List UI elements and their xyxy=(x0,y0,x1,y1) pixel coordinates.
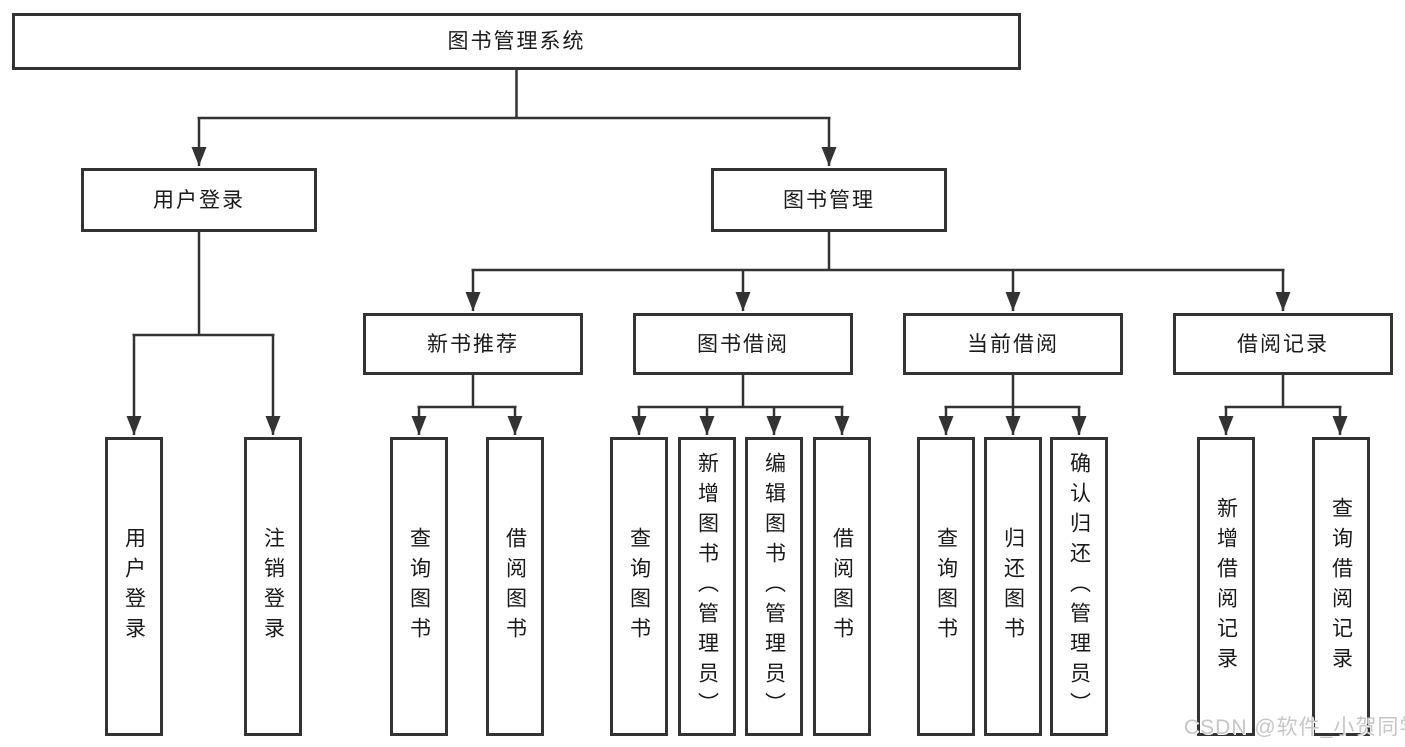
leaf-confirm-return-admin: 确认归还（管理员） xyxy=(1050,437,1108,736)
node-label: 新书推荐 xyxy=(427,332,519,356)
node-borrow-records: 借阅记录 xyxy=(1173,313,1393,375)
leaf-edit-book-admin: 编辑图书（管理员） xyxy=(745,437,803,736)
node-label: 查询图书 xyxy=(627,526,651,647)
leaf-logout: 注销登录 xyxy=(244,437,302,736)
leaf-borrow-book: 借阅图书 xyxy=(813,437,871,736)
node-current-borrow: 当前借阅 xyxy=(903,313,1123,375)
node-label: 图书借阅 xyxy=(697,332,789,356)
leaf-add-borrow-record: 新增借阅记录 xyxy=(1197,437,1255,736)
leaf-user-login: 用户登录 xyxy=(105,437,163,736)
node-book-management: 图书管理 xyxy=(711,168,947,232)
node-label: 注销登录 xyxy=(261,526,285,647)
csdn-watermark: CSDN @软件_小贺同学 xyxy=(1184,716,1405,739)
leaf-borrow-book: 借阅图书 xyxy=(486,437,544,736)
node-label: 图书管理 xyxy=(783,188,875,212)
node-label: 新增图书（管理员） xyxy=(695,451,719,722)
node-label: 借阅记录 xyxy=(1237,332,1329,356)
leaf-query-borrow-record: 查询借阅记录 xyxy=(1312,437,1370,736)
node-label: 查询图书 xyxy=(934,526,958,647)
leaf-add-book-admin: 新增图书（管理员） xyxy=(678,437,736,736)
leaf-query-book: 查询图书 xyxy=(917,437,975,736)
node-label: 确认归还（管理员） xyxy=(1067,451,1091,722)
node-library-management-system: 图书管理系统 xyxy=(12,13,1021,70)
node-label: 查询借阅记录 xyxy=(1329,496,1353,677)
leaf-return-book: 归还图书 xyxy=(984,437,1042,736)
node-label: 用户登录 xyxy=(122,526,146,647)
node-book-borrow: 图书借阅 xyxy=(633,313,853,375)
node-label: 归还图书 xyxy=(1001,526,1025,647)
node-label: 编辑图书（管理员） xyxy=(762,451,786,722)
node-label: 图书管理系统 xyxy=(447,30,586,53)
leaf-query-book: 查询图书 xyxy=(390,437,448,736)
node-label: 当前借阅 xyxy=(967,332,1059,356)
node-label: 借阅图书 xyxy=(830,526,854,647)
node-label: 查询图书 xyxy=(407,526,431,647)
node-label: 新增借阅记录 xyxy=(1214,496,1238,677)
node-new-book-recommend: 新书推荐 xyxy=(363,313,583,375)
leaf-query-book: 查询图书 xyxy=(610,437,668,736)
node-label: 借阅图书 xyxy=(503,526,527,647)
node-user-login: 用户登录 xyxy=(81,168,317,232)
node-label: 用户登录 xyxy=(153,188,245,212)
